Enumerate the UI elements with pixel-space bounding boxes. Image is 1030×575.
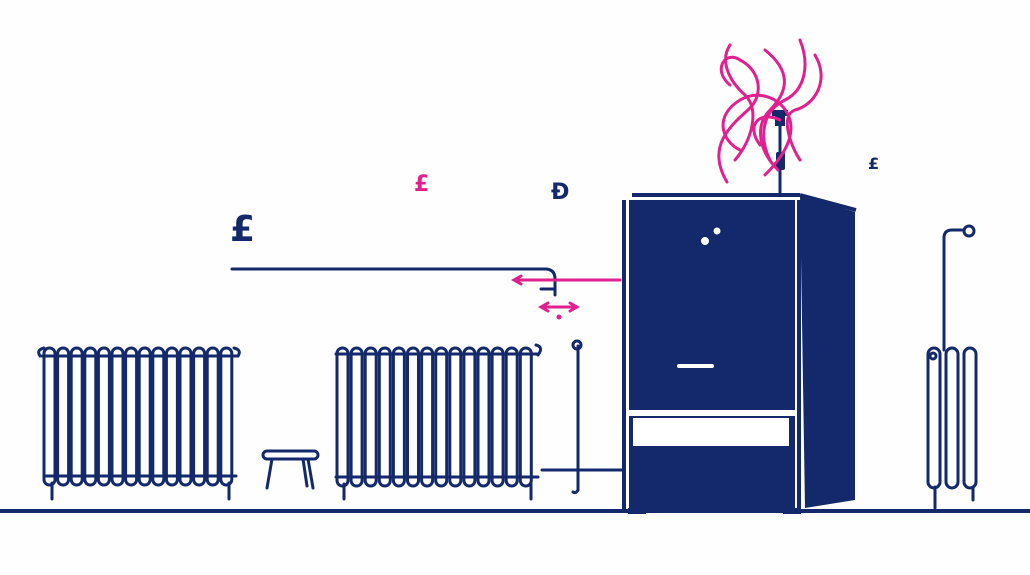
radiator-right-icon [928, 224, 976, 510]
pound-symbol-large: £ [230, 209, 256, 250]
radiator-fins [42, 346, 978, 490]
boiler-icon [622, 110, 857, 514]
heat-flow-arrows [510, 274, 622, 320]
currency-symbol: Ð [551, 180, 570, 205]
pound-symbol-pink: £ [414, 172, 430, 197]
stool-icon [261, 449, 320, 490]
pound-symbol-small: £ [868, 154, 880, 173]
smoke-swirl-icon [717, 38, 823, 184]
